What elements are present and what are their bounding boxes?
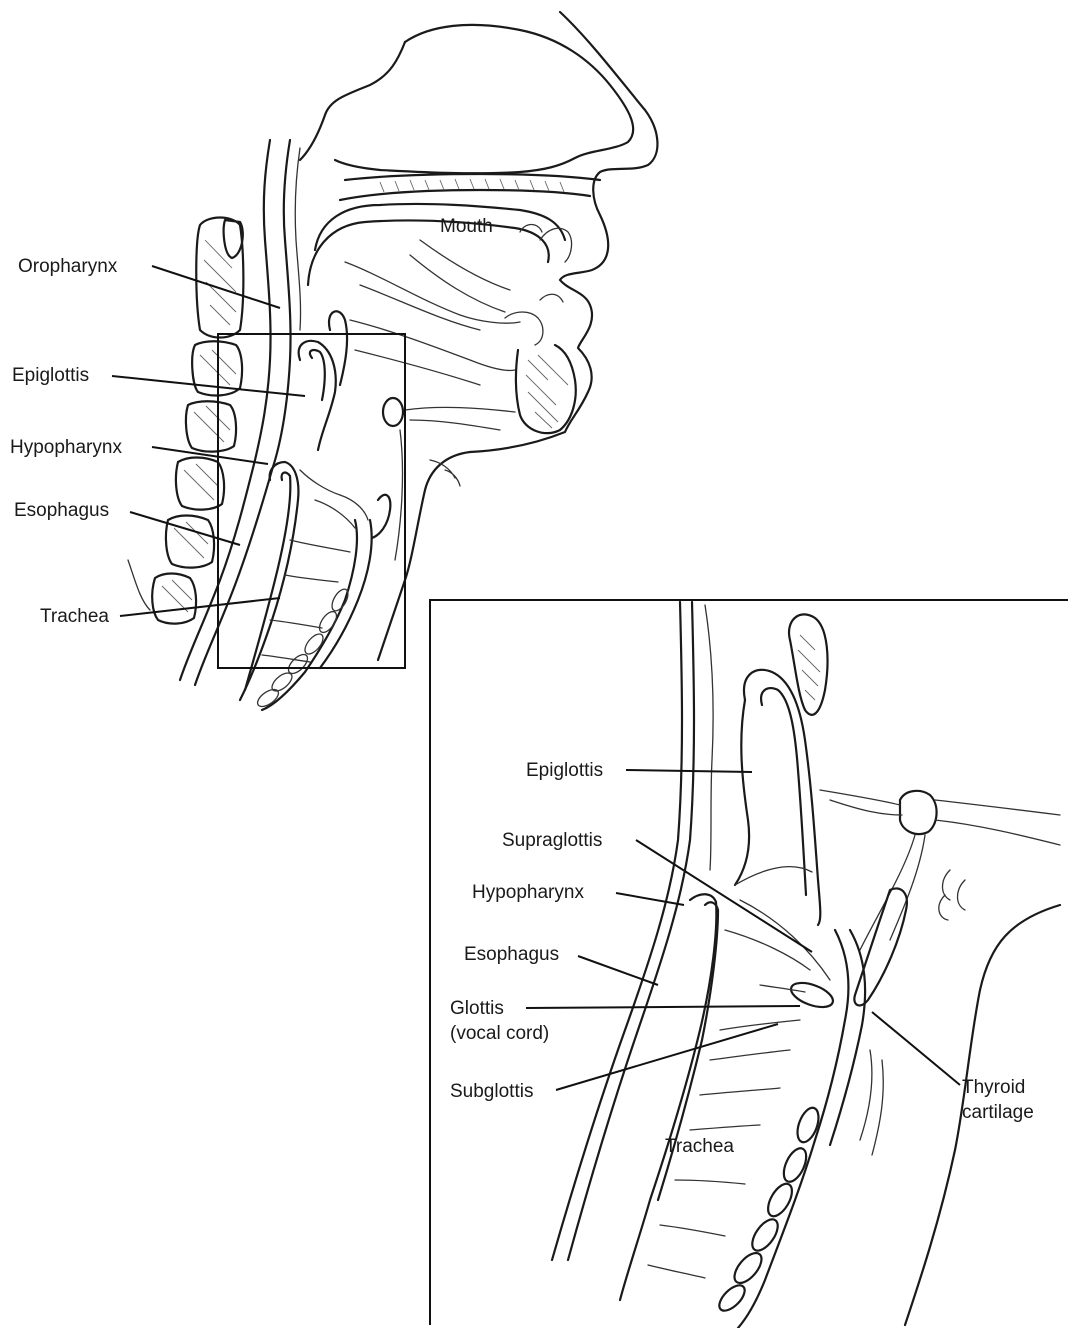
label-epiglottis-inset: Epiglottis	[526, 760, 603, 781]
label-hypopharynx-inset: Hypopharynx	[472, 882, 584, 903]
label-thyroid-sub: cartilage	[962, 1102, 1034, 1123]
zoom-region-frame	[218, 334, 405, 668]
leader-epiglottis-inset	[626, 770, 752, 772]
label-supraglottis: Supraglottis	[502, 830, 602, 851]
label-thyroid: Thyroid	[962, 1077, 1025, 1098]
leader-hypopharynx-main	[152, 447, 268, 464]
leader-subglottis	[556, 1024, 778, 1090]
label-trachea-main: Trachea	[40, 606, 109, 627]
label-subglottis: Subglottis	[450, 1081, 533, 1102]
leader-epiglottis-main	[112, 376, 305, 396]
label-mouth: Mouth	[440, 216, 493, 237]
leader-hypopharynx-inset	[616, 893, 684, 905]
leader-supraglottis	[636, 840, 812, 952]
main-labels: Mouth Oropharynx Epiglottis Hypopharynx …	[10, 216, 493, 627]
label-glottis: Glottis	[450, 998, 504, 1019]
label-hypopharynx-main: Hypopharynx	[10, 437, 122, 458]
leader-esophagus-main	[130, 512, 240, 545]
label-epiglottis-main: Epiglottis	[12, 365, 89, 386]
label-oropharynx: Oropharynx	[18, 256, 118, 277]
leader-glottis	[526, 1006, 800, 1008]
label-esophagus-inset: Esophagus	[464, 944, 559, 965]
label-trachea-inset: Trachea	[665, 1136, 734, 1157]
label-esophagus-main: Esophagus	[14, 500, 109, 521]
label-glottis-sub: (vocal cord)	[450, 1023, 549, 1044]
leader-thyroid	[872, 1012, 960, 1085]
inset-labels: Epiglottis Supraglottis Hypopharynx Esop…	[450, 760, 1034, 1157]
